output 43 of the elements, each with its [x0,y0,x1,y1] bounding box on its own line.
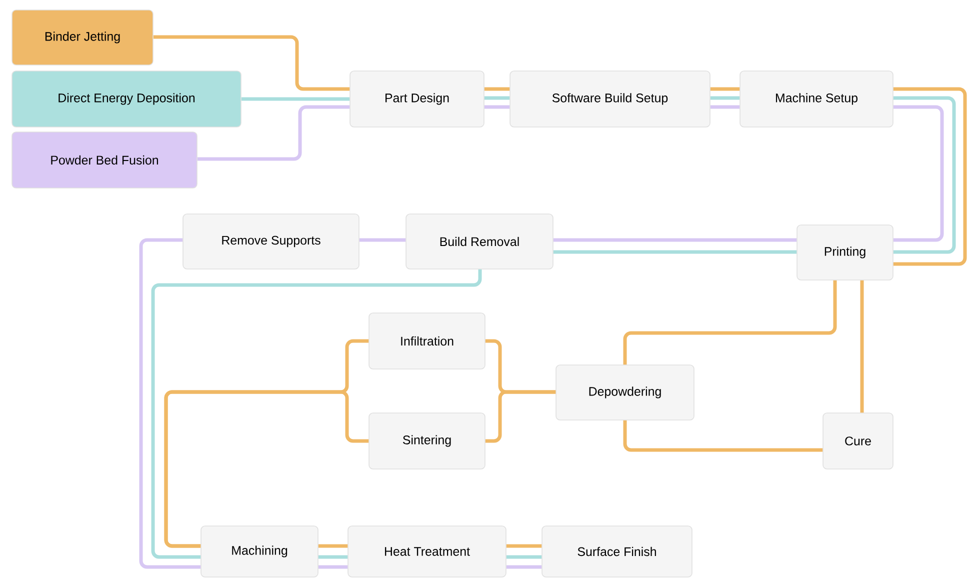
process-box: Depowdering [556,364,694,420]
connector-line [506,544,542,548]
connector-line [484,87,510,91]
connector-line [710,96,740,100]
connector-line [484,105,510,109]
process-box: Surface Finish [542,526,692,578]
method-box: Binder Jetting [12,10,154,66]
connector-line [139,238,201,569]
connector-line [484,96,510,100]
connector-line [623,280,837,365]
process-box: Machining [200,526,318,578]
connector-line [153,35,350,91]
connector-line [710,105,740,109]
process-box: Infiltration [368,312,486,370]
connector-line [893,87,967,266]
connector-line [151,269,482,559]
process-box: Remove Supports [182,214,360,270]
process-box: Software Build Setup [510,70,710,128]
process-box: Machine Setup [740,70,894,128]
connector-line [710,87,740,91]
connector-line [197,105,350,161]
connector-line [893,96,956,254]
connector-line [359,238,406,242]
connector-line [553,250,797,254]
connector-line [506,555,542,559]
connector-line [485,390,556,443]
process-box: Printing [796,224,894,280]
connector-line [318,544,348,548]
connector-line [318,565,348,569]
connector-line [506,565,542,569]
process-box: Cure [822,412,894,470]
method-box: Powder Bed Fusion [12,132,198,188]
connector-line [553,238,797,242]
connector-line [860,280,864,413]
process-box: Part Design [350,70,484,128]
connector-line [893,105,944,242]
connector-line [623,420,823,452]
connector-line [241,97,350,101]
connector-line [318,555,348,559]
method-box: Direct Energy Deposition [12,70,242,128]
process-box: Build Removal [406,214,554,270]
process-box: Sintering [368,412,486,470]
process-box: Heat Treatment [348,526,506,578]
